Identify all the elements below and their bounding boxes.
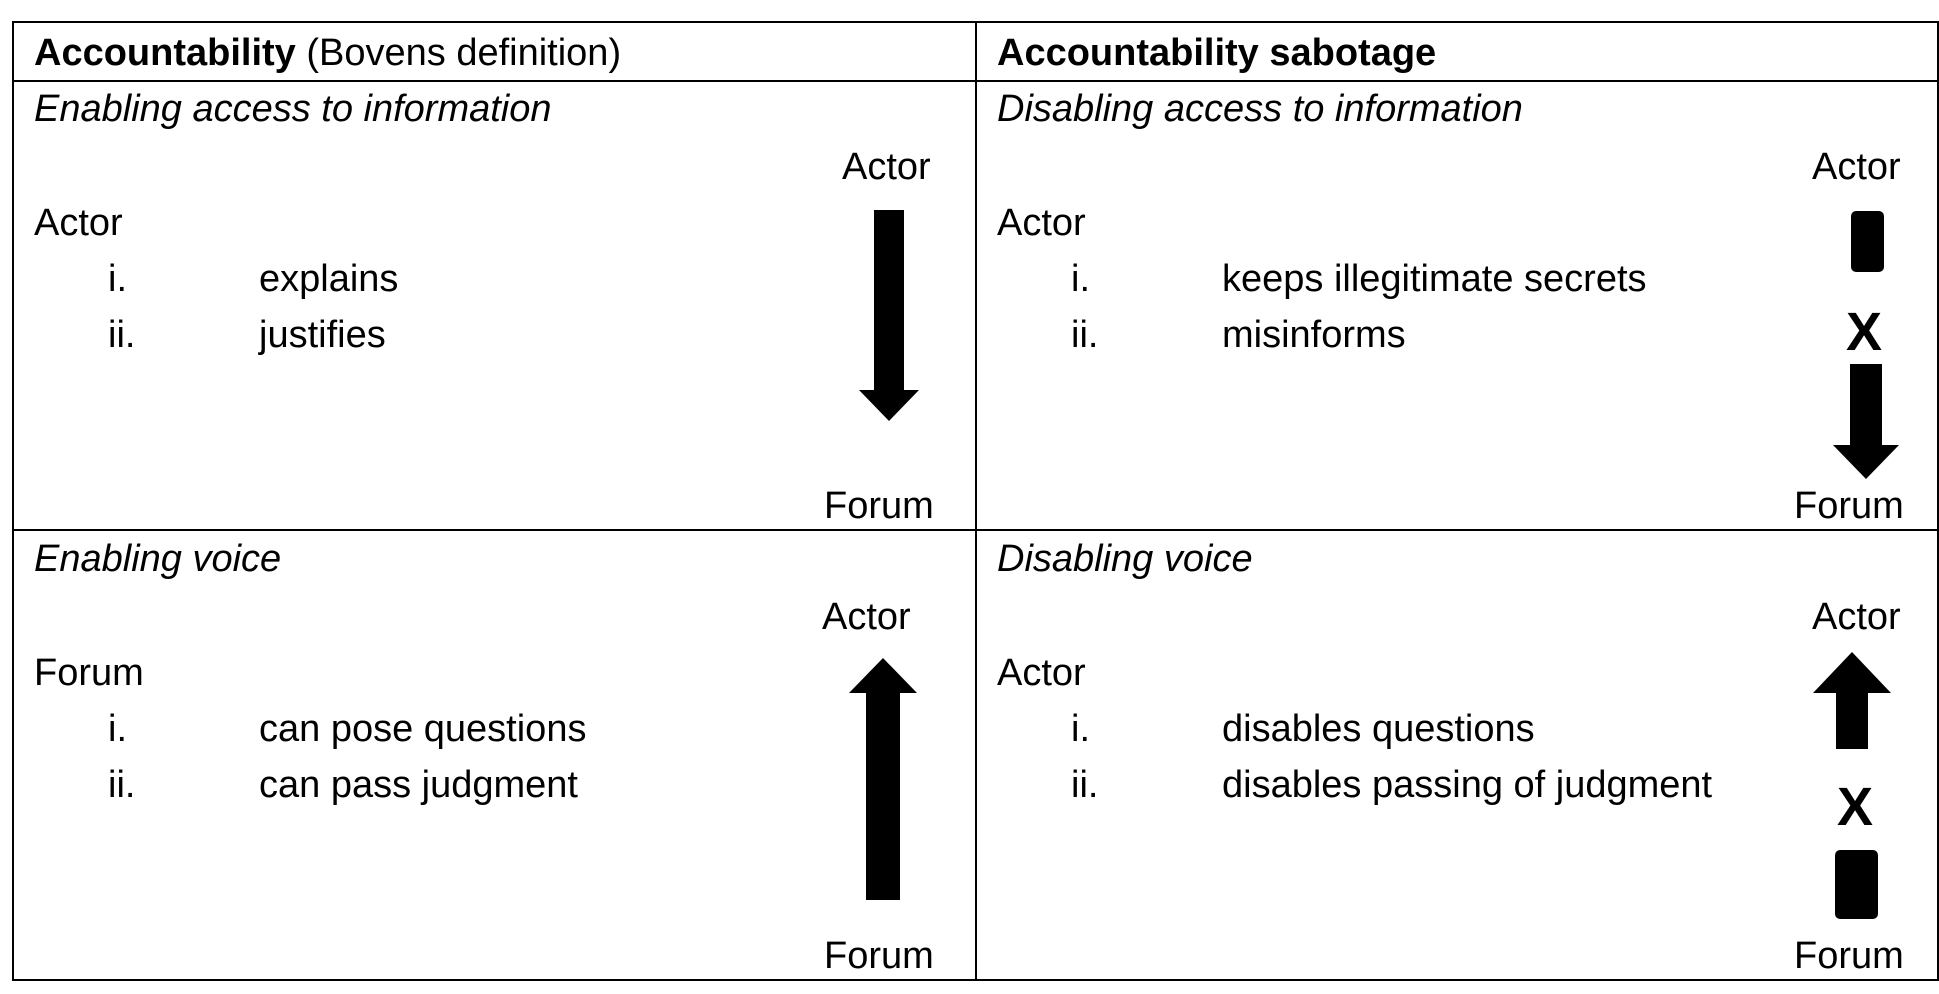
down-arrow-icon <box>1833 364 1899 479</box>
item-1-bottom-right: disables questions <box>1222 708 1535 750</box>
numeral-2-bottom-right: ii. <box>1071 764 1099 806</box>
cell-subject-top-left: Actor <box>34 202 123 244</box>
diagram-bottom-label-top-right: Forum <box>1794 485 1904 527</box>
item-2-bottom-left: can pass judgment <box>259 764 578 806</box>
diagram-top-label-top-left: Actor <box>842 146 931 188</box>
numeral-2-bottom-left: ii. <box>108 764 136 806</box>
cell-subject-bottom-left: Forum <box>34 652 144 694</box>
item-1-top-right: keeps illegitimate secrets <box>1222 258 1647 300</box>
item-2-top-right: misinforms <box>1222 314 1406 356</box>
numeral-2-top-left: ii. <box>108 314 136 356</box>
header-divider <box>14 80 1937 82</box>
header-right: Accountability sabotage <box>997 32 1437 74</box>
diagram-bottom-label-top-left: Forum <box>824 485 934 527</box>
cross-mark-icon: X <box>1837 777 1874 837</box>
item-1-bottom-left: can pose questions <box>259 708 587 750</box>
cross-mark-icon: X <box>1846 302 1883 362</box>
down-arrow-icon <box>859 210 919 421</box>
diagram-top-label-bottom-right: Actor <box>1812 596 1901 638</box>
up-arrow-icon <box>1813 652 1891 749</box>
diagram-top-label-bottom-left: Actor <box>822 596 911 638</box>
cell-title-top-right: Disabling access to information <box>997 88 1523 130</box>
numeral-1-bottom-left: i. <box>108 708 127 750</box>
numeral-1-top-left: i. <box>108 258 127 300</box>
item-2-top-left: justifies <box>259 314 386 356</box>
column-divider <box>975 23 977 979</box>
diagram-bottom-label-bottom-left: Forum <box>824 935 934 977</box>
accountability-table <box>12 21 1939 981</box>
item-2-bottom-right: disables passing of judgment <box>1222 764 1713 806</box>
numeral-1-top-right: i. <box>1071 258 1090 300</box>
blocked-shaft-icon <box>1851 211 1884 272</box>
cell-title-bottom-right: Disabling voice <box>997 538 1253 580</box>
cell-title-bottom-left: Enabling voice <box>34 538 282 580</box>
header-left: Accountability (Bovens definition) <box>34 34 621 72</box>
cell-subject-top-right: Actor <box>997 202 1086 244</box>
header-left-bold: Accountability <box>34 32 296 74</box>
diagram-bottom-label-bottom-right: Forum <box>1794 935 1904 977</box>
blocked-shaft-icon <box>1835 850 1878 919</box>
numeral-2-top-right: ii. <box>1071 314 1099 356</box>
up-arrow-icon <box>849 658 917 900</box>
item-1-top-left: explains <box>259 258 399 300</box>
cell-subject-bottom-right: Actor <box>997 652 1086 694</box>
numeral-1-bottom-right: i. <box>1071 708 1090 750</box>
header-left-rest: (Bovens definition) <box>295 32 622 74</box>
diagram-top-label-top-right: Actor <box>1812 146 1901 188</box>
row-divider <box>14 529 1937 531</box>
cell-title-top-left: Enabling access to information <box>34 88 552 130</box>
